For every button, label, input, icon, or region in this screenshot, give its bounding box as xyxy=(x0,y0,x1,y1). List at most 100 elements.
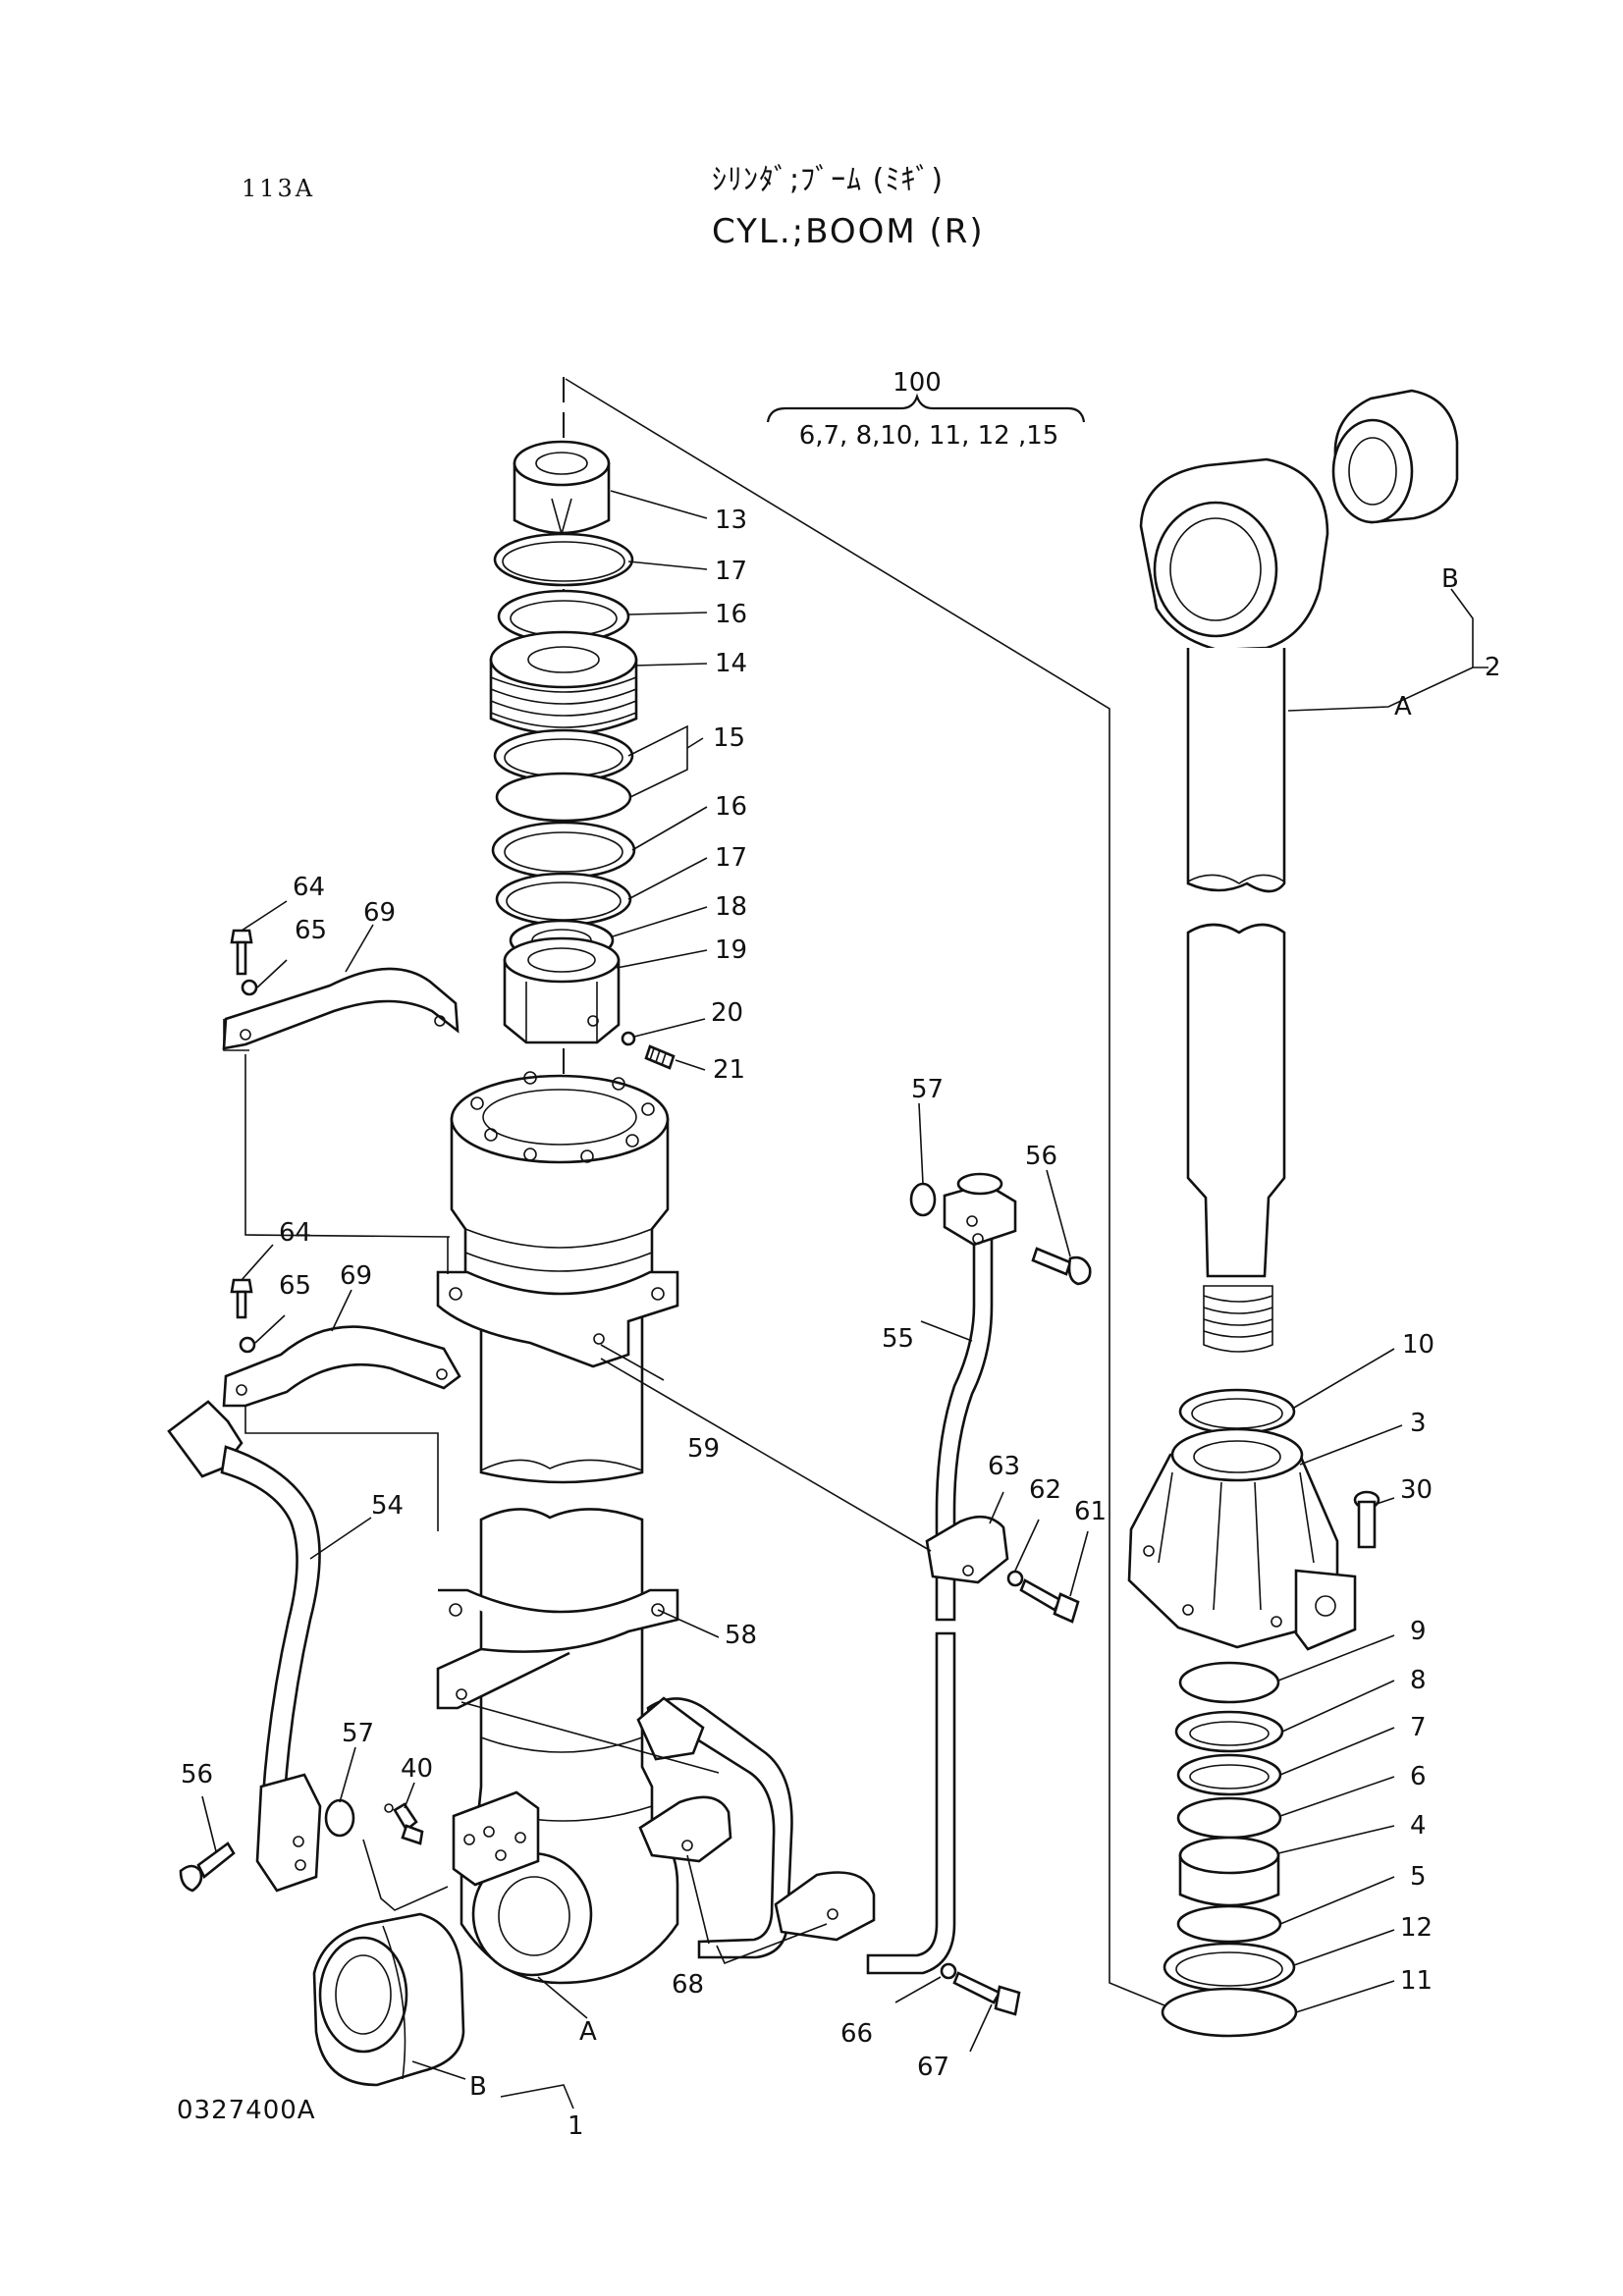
callout-1-B: B xyxy=(469,2072,487,2102)
part-68-pipe xyxy=(636,1696,793,1959)
callout-55: 55 xyxy=(882,1324,914,1354)
callout-2: 2 xyxy=(1485,653,1501,682)
callout-6: 6 xyxy=(1410,1762,1427,1791)
callout-67: 67 xyxy=(917,2053,949,2082)
callout-3: 3 xyxy=(1410,1409,1427,1438)
part-1-cylinder-tube xyxy=(450,1071,679,1985)
clamp-band-lower-on-tube xyxy=(436,1588,679,1710)
callout-54: 54 xyxy=(371,1491,404,1521)
page-number: 113A xyxy=(242,175,316,202)
part-15-seal-lower xyxy=(495,772,632,823)
part-68-clamp-upper xyxy=(638,1795,732,1863)
callout-11: 11 xyxy=(1400,1966,1433,1996)
callout-59: 59 xyxy=(687,1434,720,1464)
callout-65: 65 xyxy=(295,916,327,945)
part-67-bolt xyxy=(952,1971,1021,2016)
callout-9: 9 xyxy=(1410,1617,1427,1646)
part-55-lower-pipe xyxy=(866,1631,956,1975)
callout-16: 16 xyxy=(715,792,747,822)
part-66-washer xyxy=(940,1962,957,1980)
part-17-ring xyxy=(493,532,634,587)
callout-66: 66 xyxy=(840,2019,873,2049)
part-65-washer-lower xyxy=(239,1336,256,1354)
callout-56: 56 xyxy=(1025,1142,1057,1171)
part-64-bolt-upper xyxy=(230,929,253,976)
part-61-bolt xyxy=(1019,1578,1080,1624)
callout-labels: 13 17 16 14 15 16 17 18 19 20 21 2 A B 1… xyxy=(181,506,1501,2141)
part-14-piston xyxy=(489,630,638,736)
callout-69: 69 xyxy=(340,1261,372,1291)
part-5-ring xyxy=(1176,1904,1282,1944)
callout-13: 13 xyxy=(715,506,747,535)
callout-5: 5 xyxy=(1410,1862,1427,1892)
callout-14: 14 xyxy=(715,649,747,678)
group-members: 6,7, 8,10, 11, 12 ,15 xyxy=(799,421,1059,451)
callout-12: 12 xyxy=(1400,1913,1433,1943)
part-6-ring xyxy=(1176,1796,1282,1840)
callout-8: 8 xyxy=(1410,1666,1427,1695)
group-bracket-100 xyxy=(766,393,1086,423)
callout-17: 17 xyxy=(715,843,747,873)
callout-69: 69 xyxy=(363,898,396,928)
part-69-clamp-lower xyxy=(222,1325,461,1408)
callout-62: 62 xyxy=(1029,1475,1061,1505)
callout-15: 15 xyxy=(713,723,745,753)
part-30-bolt xyxy=(1353,1490,1380,1549)
part-21-setscrew xyxy=(644,1044,676,1070)
part-2-bushing-B xyxy=(1331,389,1459,524)
callout-10: 10 xyxy=(1402,1330,1434,1360)
callout-61: 61 xyxy=(1074,1497,1107,1526)
title-english: CYL.;BOOM (R) xyxy=(712,212,985,251)
callout-40: 40 xyxy=(401,1754,433,1784)
callout-64: 64 xyxy=(279,1218,311,1248)
part-17-ring-lower xyxy=(495,872,632,927)
callout-18: 18 xyxy=(715,892,747,922)
part-69-clamp-upper xyxy=(222,967,460,1051)
callout-2-A: A xyxy=(1394,692,1412,721)
part-64-bolt-lower xyxy=(230,1278,253,1319)
callout-1-A: A xyxy=(579,2017,597,2047)
clamp-band-upper-on-tube xyxy=(436,1270,679,1368)
part-57-oring-right xyxy=(909,1182,937,1217)
callout-4: 4 xyxy=(1410,1811,1427,1841)
callout-21: 21 xyxy=(713,1055,745,1085)
callout-58: 58 xyxy=(725,1621,757,1650)
part-1-bushing-B xyxy=(312,1912,465,2087)
title-japanese: ｼﾘﾝﾀﾞ;ﾌﾞｰﾑ (ﾐｷﾞ) xyxy=(712,163,945,197)
part-3-cylinder-head xyxy=(1127,1427,1357,1651)
part-2-piston-rod xyxy=(1139,457,1329,1353)
callout-20: 20 xyxy=(711,998,743,1028)
part-54-pipe xyxy=(167,1400,322,1893)
callout-7: 7 xyxy=(1410,1713,1427,1742)
callout-63: 63 xyxy=(988,1452,1020,1481)
group-number: 100 xyxy=(893,368,942,398)
part-68-clamp-lower xyxy=(774,1871,876,1942)
callout-57: 57 xyxy=(911,1075,944,1104)
part-62-washer xyxy=(1006,1570,1024,1587)
part-4-bushing xyxy=(1178,1836,1280,1907)
part-10-wiper xyxy=(1178,1388,1296,1435)
part-16-ring-lower xyxy=(491,821,636,880)
part-11-oring xyxy=(1161,1987,1298,2038)
part-20-ball xyxy=(621,1031,636,1046)
drawing-number: 0327400A xyxy=(177,2096,316,2125)
part-55-pipe xyxy=(935,1172,1017,1622)
callout-68: 68 xyxy=(672,1970,704,2000)
part-63-clip xyxy=(925,1515,1009,1584)
part-12-ring xyxy=(1163,1942,1296,1993)
part-65-washer-upper xyxy=(241,979,258,996)
part-19-nut xyxy=(503,936,621,1044)
leader-lines xyxy=(201,490,1488,2109)
callout-16: 16 xyxy=(715,600,747,629)
callout-17: 17 xyxy=(715,557,747,586)
part-56-bolt-right xyxy=(1031,1247,1092,1286)
callout-1: 1 xyxy=(568,2111,584,2141)
callout-65: 65 xyxy=(279,1271,311,1301)
part-9-ring xyxy=(1178,1661,1280,1704)
callout-64: 64 xyxy=(293,873,325,902)
part-56-bolt-left xyxy=(179,1842,236,1893)
part-13-bushing xyxy=(513,440,611,537)
callout-2-B: B xyxy=(1441,564,1459,594)
callout-30: 30 xyxy=(1400,1475,1433,1505)
